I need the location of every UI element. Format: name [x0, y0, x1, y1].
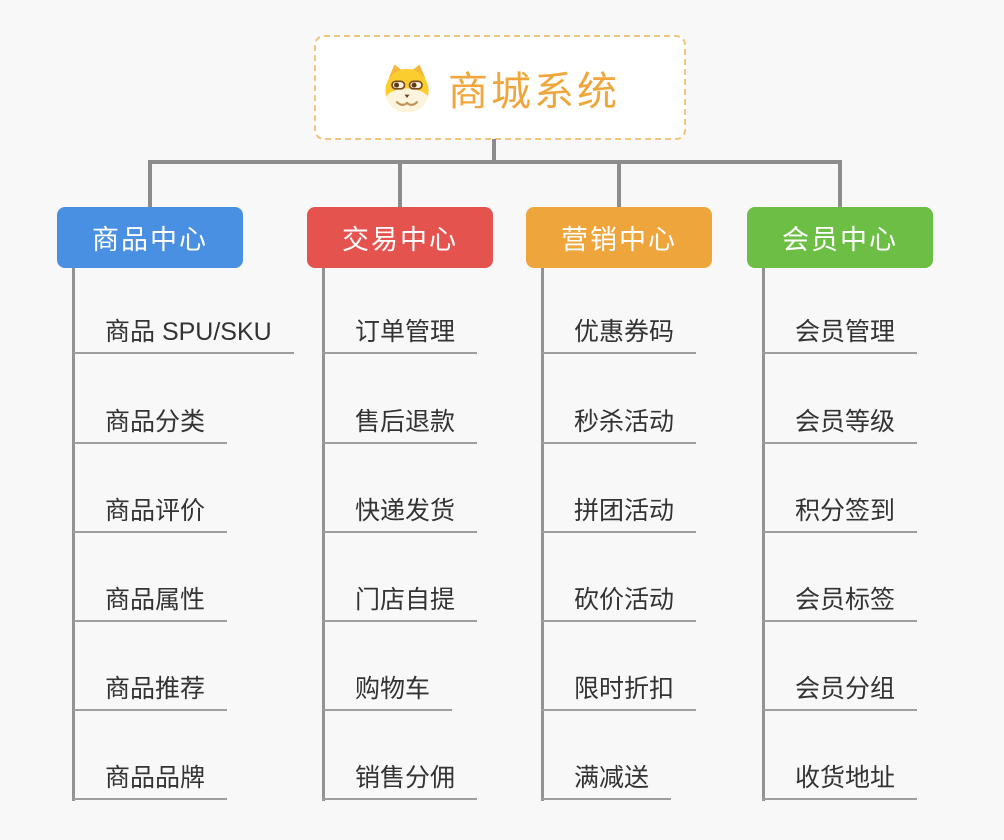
connector-horizontal [148, 160, 842, 164]
connector-drop-marketing [617, 160, 621, 209]
leaf-item[interactable]: 会员管理 [763, 312, 918, 354]
connector-root-stub [492, 139, 496, 164]
leaf-item[interactable]: 售后退款 [323, 402, 478, 444]
leaf-item[interactable]: 商品评价 [73, 491, 228, 533]
leaf-item[interactable]: 快递发货 [323, 491, 478, 533]
dog-face-icon [385, 64, 429, 112]
branch-trade: 交易中心 订单管理 售后退款 快递发货 门店自提 购物车 销售分佣 [307, 207, 557, 807]
leaf-item[interactable]: 订单管理 [323, 312, 478, 354]
leaf-item[interactable]: 购物车 [323, 669, 453, 711]
leaf-item[interactable]: 会员分组 [763, 669, 918, 711]
branch-spine [762, 268, 765, 801]
branch-spine [541, 268, 544, 801]
leaf-item[interactable]: 收货地址 [763, 758, 918, 800]
branch-header-goods[interactable]: 商品中心 [57, 207, 243, 268]
leaf-item[interactable]: 秒杀活动 [542, 402, 697, 444]
leaf-item[interactable]: 销售分佣 [323, 758, 478, 800]
leaf-item[interactable]: 商品品牌 [73, 758, 228, 800]
leaf-item[interactable]: 商品 SPU/SKU [73, 312, 294, 354]
leaf-item[interactable]: 门店自提 [323, 580, 478, 622]
branch-header-marketing[interactable]: 营销中心 [526, 207, 712, 268]
leaf-item[interactable]: 会员等级 [763, 402, 918, 444]
root-node[interactable]: 商城系统 [314, 35, 686, 140]
leaf-item[interactable]: 优惠券码 [542, 312, 697, 354]
connector-drop-trade [398, 160, 402, 209]
branch-marketing: 营销中心 优惠券码 秒杀活动 拼团活动 砍价活动 限时折扣 满减送 [526, 207, 776, 807]
branch-header-trade[interactable]: 交易中心 [307, 207, 493, 268]
leaf-item[interactable]: 会员标签 [763, 580, 918, 622]
connector-drop-goods [148, 160, 152, 209]
leaf-item[interactable]: 商品分类 [73, 402, 228, 444]
root-title: 商城系统 [448, 69, 620, 114]
branch-spine [322, 268, 325, 801]
leaf-item[interactable]: 限时折扣 [542, 669, 697, 711]
branch-goods: 商品中心 商品 SPU/SKU 商品分类 商品评价 商品属性 商品推荐 商品品牌 [57, 207, 307, 807]
branch-member: 会员中心 会员管理 会员等级 积分签到 会员标签 会员分组 收货地址 [747, 207, 997, 807]
branch-header-member[interactable]: 会员中心 [747, 207, 933, 268]
leaf-item[interactable]: 满减送 [542, 758, 672, 800]
leaf-item[interactable]: 商品推荐 [73, 669, 228, 711]
leaf-item[interactable]: 拼团活动 [542, 491, 697, 533]
branch-spine [72, 268, 75, 801]
leaf-item[interactable]: 砍价活动 [542, 580, 697, 622]
leaf-item[interactable]: 积分签到 [763, 491, 918, 533]
leaf-item[interactable]: 商品属性 [73, 580, 228, 622]
connector-drop-member [838, 160, 842, 209]
